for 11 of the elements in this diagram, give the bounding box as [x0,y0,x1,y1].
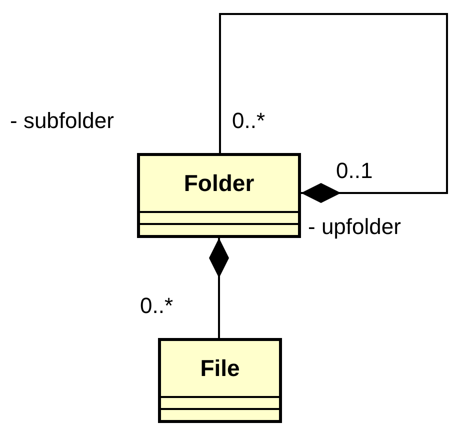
role-name: - subfolder [10,108,114,134]
class-name: Folder [184,170,254,197]
class-box [158,338,282,423]
class-name: File [200,355,240,382]
composition-connector [219,13,448,203]
multiplicity: 0..* [232,108,266,134]
role-name: - upfolder [308,214,401,240]
composition-connector [209,238,229,338]
class-box [137,153,301,238]
multiplicity: 0..1 [336,158,373,184]
multiplicity: 0..* [140,293,174,319]
